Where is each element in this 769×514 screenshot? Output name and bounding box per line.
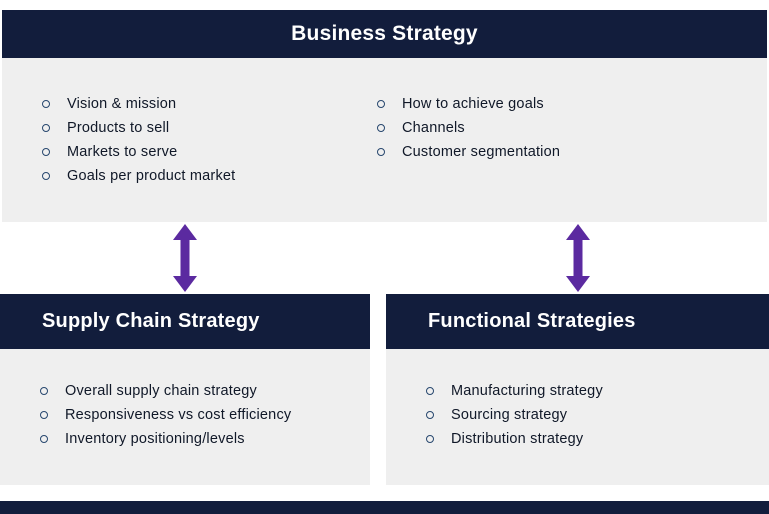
strategy-diagram: Business Strategy Vision & mission Produ… bbox=[0, 10, 769, 514]
list-item: Goals per product market bbox=[42, 164, 377, 188]
list-item: Vision & mission bbox=[42, 92, 377, 116]
business-strategy-body: Vision & mission Products to sell Market… bbox=[2, 58, 767, 222]
list-item-label: Goals per product market bbox=[67, 168, 236, 184]
bullet-icon bbox=[377, 100, 385, 108]
list-item-label: Responsiveness vs cost efficiency bbox=[65, 407, 292, 423]
functional-strategies-title: Functional Strategies bbox=[428, 310, 636, 332]
functional-strategies-header: Functional Strategies bbox=[386, 294, 769, 349]
supply-chain-body: Overall supply chain strategy Responsive… bbox=[0, 349, 370, 485]
list-item: Manufacturing strategy bbox=[426, 379, 769, 403]
bullet-icon bbox=[426, 387, 434, 395]
list-item-label: Products to sell bbox=[67, 120, 170, 136]
bullet-icon bbox=[40, 411, 48, 419]
list-item: Distribution strategy bbox=[426, 427, 769, 451]
list-item-label: Inventory positioning/levels bbox=[65, 431, 245, 447]
bullet-icon bbox=[42, 124, 50, 132]
right-arrow-cell bbox=[386, 222, 769, 294]
business-right-list: How to achieve goals Channels Customer s… bbox=[377, 92, 767, 188]
functional-strategies-list: Manufacturing strategy Sourcing strategy… bbox=[386, 379, 769, 451]
list-item-label: Customer segmentation bbox=[402, 144, 561, 160]
business-strategy-header: Business Strategy bbox=[2, 10, 767, 58]
supply-chain-box: Supply Chain Strategy Overall supply cha… bbox=[0, 294, 370, 485]
bullet-icon bbox=[42, 100, 50, 108]
list-item: Channels bbox=[377, 116, 767, 140]
spacer bbox=[370, 222, 386, 294]
bullet-icon bbox=[40, 435, 48, 443]
left-arrow-cell bbox=[0, 222, 370, 294]
list-item: How to achieve goals bbox=[377, 92, 767, 116]
bullet-icon bbox=[42, 172, 50, 180]
list-item: Markets to serve bbox=[42, 140, 377, 164]
strategy-boxes: Supply Chain Strategy Overall supply cha… bbox=[0, 294, 769, 485]
bullet-icon bbox=[42, 148, 50, 156]
bottom-bar bbox=[0, 501, 769, 514]
bullet-icon bbox=[426, 435, 434, 443]
list-item-label: Vision & mission bbox=[67, 96, 177, 112]
supply-chain-title: Supply Chain Strategy bbox=[42, 310, 260, 332]
business-left-list: Vision & mission Products to sell Market… bbox=[2, 92, 377, 188]
functional-strategies-box: Functional Strategies Manufacturing stra… bbox=[386, 294, 769, 485]
list-item: Sourcing strategy bbox=[426, 403, 769, 427]
bullet-icon bbox=[40, 387, 48, 395]
bullet-icon bbox=[377, 124, 385, 132]
bullet-icon bbox=[426, 411, 434, 419]
supply-chain-header: Supply Chain Strategy bbox=[0, 294, 370, 349]
list-item-label: Distribution strategy bbox=[451, 431, 584, 447]
functional-strategies-body: Manufacturing strategy Sourcing strategy… bbox=[386, 349, 769, 485]
list-item-label: Sourcing strategy bbox=[451, 407, 568, 423]
list-item-label: Overall supply chain strategy bbox=[65, 383, 257, 399]
supply-chain-list: Overall supply chain strategy Responsive… bbox=[0, 379, 370, 451]
list-item: Inventory positioning/levels bbox=[40, 427, 370, 451]
list-item-label: How to achieve goals bbox=[402, 96, 544, 112]
connector-arrows bbox=[0, 222, 769, 294]
business-strategy-title: Business Strategy bbox=[291, 22, 478, 45]
double-arrow-icon bbox=[173, 224, 197, 292]
double-arrow-icon bbox=[565, 224, 590, 292]
spacer bbox=[370, 294, 386, 485]
list-item-label: Markets to serve bbox=[67, 144, 178, 160]
list-item-label: Channels bbox=[402, 120, 465, 136]
list-item: Customer segmentation bbox=[377, 140, 767, 164]
list-item: Overall supply chain strategy bbox=[40, 379, 370, 403]
list-item-label: Manufacturing strategy bbox=[451, 383, 603, 399]
bullet-icon bbox=[377, 148, 385, 156]
list-item: Products to sell bbox=[42, 116, 377, 140]
list-item: Responsiveness vs cost efficiency bbox=[40, 403, 370, 427]
